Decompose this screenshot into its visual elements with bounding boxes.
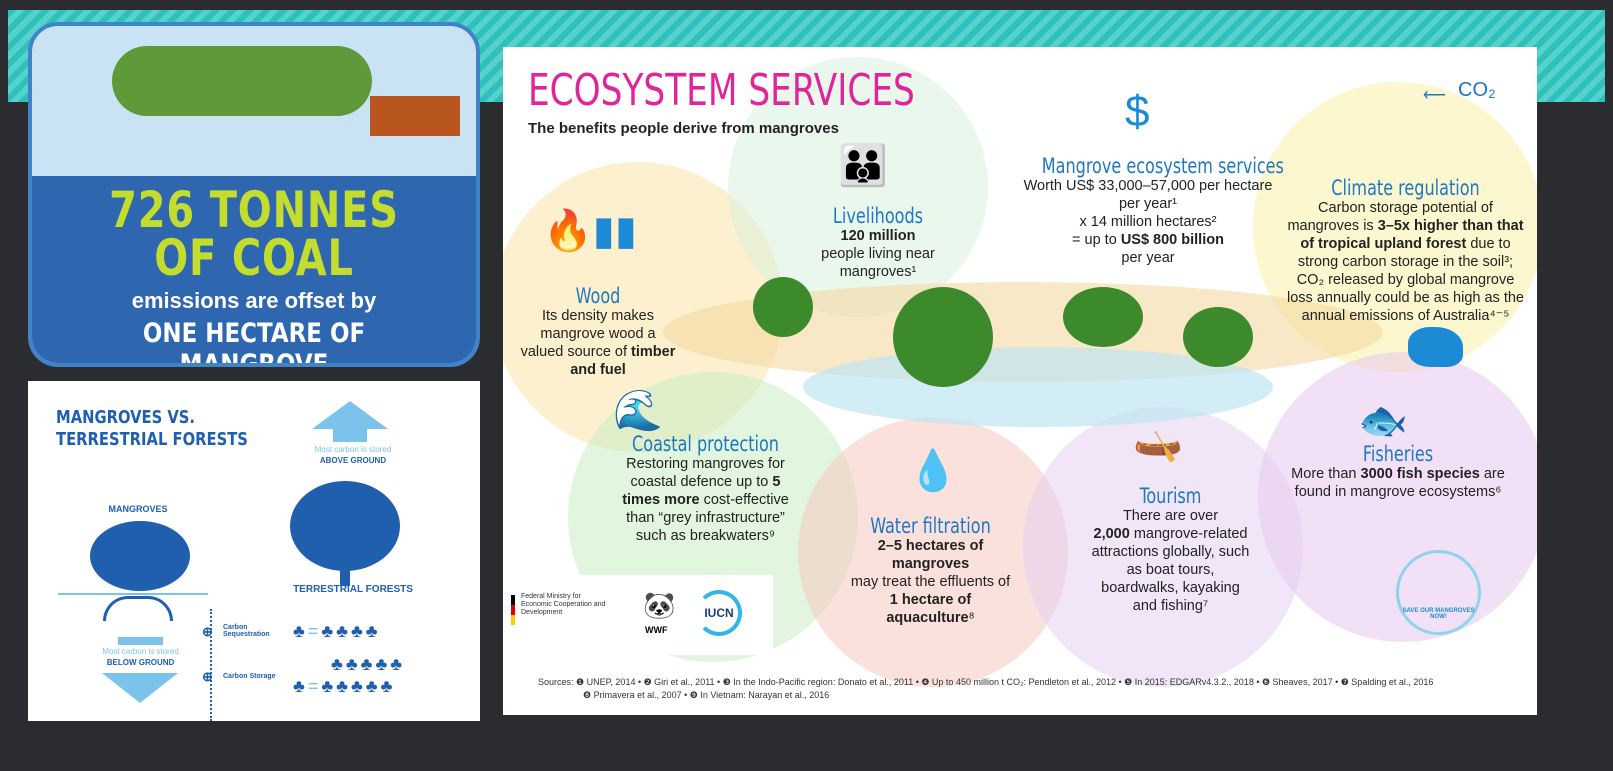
family-icon: 👪	[838, 144, 888, 188]
mangrove-tree-icon	[90, 521, 190, 591]
plus-icon: ⊕	[202, 669, 213, 684]
livelihoods-circle	[728, 57, 988, 317]
page-title: ECOSYSTEM SERVICES	[528, 65, 915, 116]
below-small: Most carbon is stored	[102, 647, 179, 656]
panel-title: MANGROVES VS.TERRESTRIAL FORESTS	[56, 407, 248, 450]
coal-figure-unit: OF COAL	[154, 229, 354, 287]
mangroves-label: MANGROVES	[108, 504, 168, 514]
logos-area: Federal Ministry for Economic Cooperatio…	[503, 575, 773, 655]
offset-text: emissions are offset by	[131, 288, 377, 313]
sequestration-tree-icons: ♣=♣♣♣♣	[293, 621, 381, 641]
mangrove-tree-illustration	[893, 287, 993, 387]
ecosystem-services-panel: ECOSYSTEM SERVICES The benefits people d…	[503, 47, 1537, 715]
fire-wood-icon: 🔥▮▮	[543, 209, 637, 253]
mangrove-tree-illustration	[753, 277, 813, 337]
arrow-left-icon: ⟵	[1423, 87, 1446, 104]
plus-icon: ⊕	[202, 624, 213, 639]
terrestrial-label: TERRESTRIAL FORESTS	[293, 584, 413, 595]
page-subtitle: The benefits people derive from mangrove…	[528, 120, 839, 137]
mangrove-trees-illustration	[112, 46, 372, 116]
arrow-down-icon	[102, 673, 178, 703]
dotted-connector	[210, 609, 212, 721]
mangrove-roots	[103, 596, 173, 621]
water-illustration	[803, 347, 1273, 427]
water-line	[58, 593, 208, 595]
water-drop-cycle-icon: 💧	[908, 449, 958, 493]
below-bold: BELOW GROUND	[106, 658, 175, 667]
sources-text-2: ❽ Primavera et al., 2007 • ❾ In Vietnam:…	[583, 690, 830, 700]
arrow-up-icon	[312, 401, 388, 429]
co2-label: CO₂	[1458, 79, 1496, 101]
mangroves-vs-forests-panel: MANGROVES VS.TERRESTRIAL FORESTS Most ca…	[28, 381, 480, 721]
arrow-down-shaft-bar	[118, 637, 163, 645]
arrow-up-shaft	[333, 428, 367, 442]
dollar-icon: $	[1125, 87, 1150, 136]
storage-label: Carbon Storage	[223, 673, 276, 680]
wave-icon: 🌊	[613, 389, 663, 433]
wwf-panda-logo: 🐼	[643, 590, 676, 620]
tree-trunk	[340, 561, 350, 586]
german-flag-icon	[511, 595, 515, 625]
hectare-text: ONE HECTARE OF MANGROVE	[142, 318, 366, 367]
tourism-circle	[1023, 407, 1303, 687]
above-bold: ABOVE GROUND	[319, 456, 387, 465]
mangrove-tree-illustration	[1063, 287, 1143, 347]
sequestration-label: Carbon Sequestration	[223, 624, 270, 638]
house-illustration	[370, 96, 460, 136]
sea-illustration	[32, 176, 476, 363]
terrestrial-tree-icon	[290, 481, 400, 571]
sources-text: Sources: ❶ UNEP, 2014 • ❷ Giri et al., 2…	[538, 677, 1434, 687]
australia-icon	[1408, 327, 1463, 367]
above-small: Most carbon is stored	[314, 445, 392, 454]
fish-icon: 🐟	[1358, 399, 1408, 443]
mangrove-tree-illustration	[1183, 307, 1253, 367]
save-mangroves-badge: SAVE OUR MANGROVES NOW!	[1396, 550, 1481, 635]
storage-tree-icons: ♣♣♣♣♣♣=♣♣♣♣♣	[293, 654, 406, 696]
coal-figure: 726 TONNES	[109, 181, 399, 239]
bmz-logo: Federal Ministry for Economic Cooperatio…	[521, 593, 606, 616]
coal-offset-panel: 726 TONNES OF COAL emissions are offset …	[28, 22, 480, 367]
wwf-logo-text: WWF	[645, 625, 668, 635]
iucn-logo: IUCN	[696, 590, 742, 636]
kayak-icon: 🛶	[1133, 419, 1183, 463]
